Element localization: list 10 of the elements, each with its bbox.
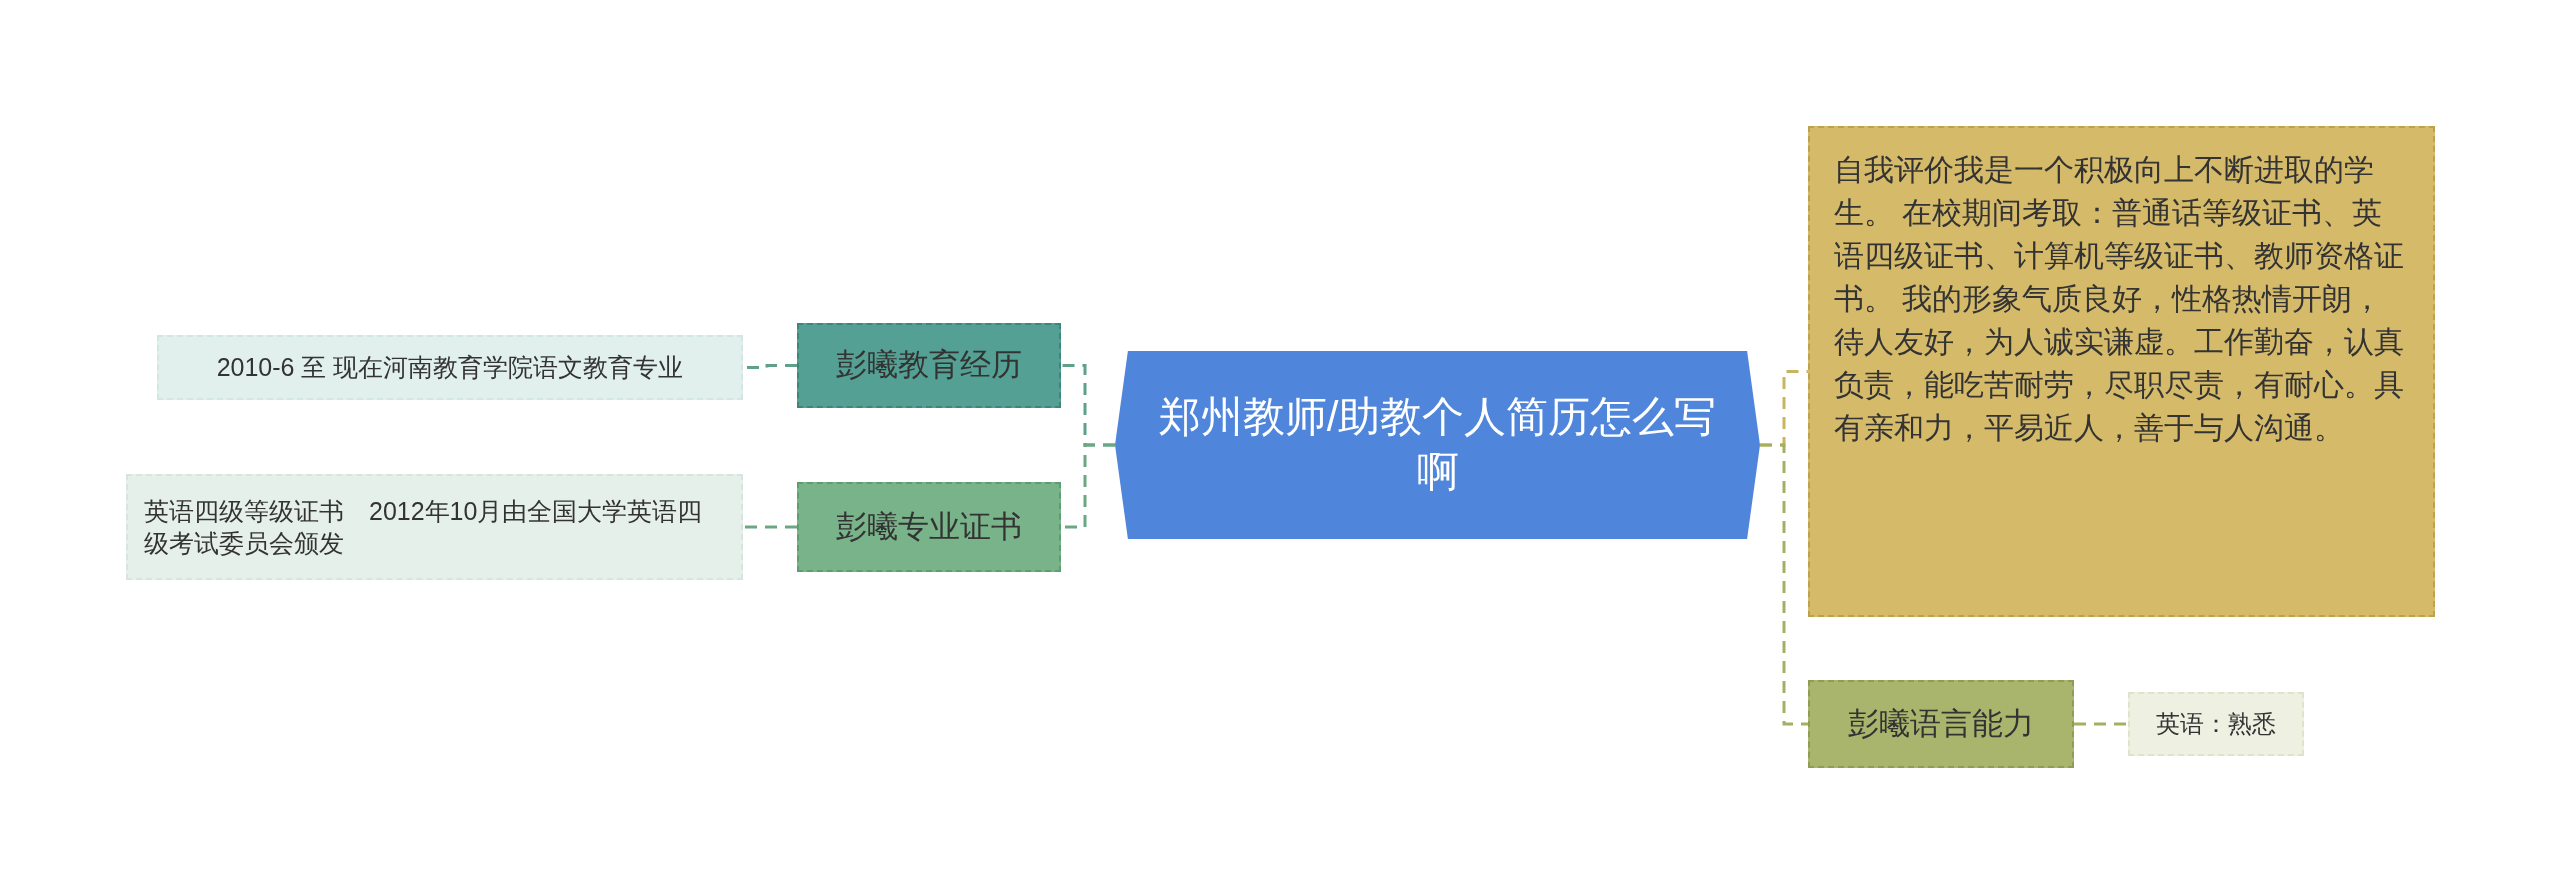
topic-box: 彭曦语言能力	[1808, 680, 2074, 768]
connector-line	[743, 525, 797, 529]
topic-box: 彭曦专业证书	[797, 482, 1061, 572]
note-box: 自我评价我是一个积极向上不断进取的学生。 在校期间考取：普通话等级证书、英语四级证书、计算机等级证书、教师资格证书。 我的形象气质良好，性格热情开朗，待人友好，为人诚实谦虚。工作勤奋，认真负责，能吃苦耐劳，尽职尽责，有耐心。具有亲和力，平易近人，善于与人沟通。	[1808, 126, 2435, 617]
connector-line	[2074, 722, 2128, 726]
note-box: 英语四级等级证书 2012年10月由全国大学英语四级考试委员会颁发	[126, 474, 743, 580]
topic-box: 彭曦教育经历	[797, 323, 1061, 408]
note-box: 2010-6 至 现在河南教育学院语文教育专业	[157, 335, 743, 400]
note-box: 英语：熟悉	[2128, 692, 2304, 756]
connector-line	[1760, 443, 1808, 726]
